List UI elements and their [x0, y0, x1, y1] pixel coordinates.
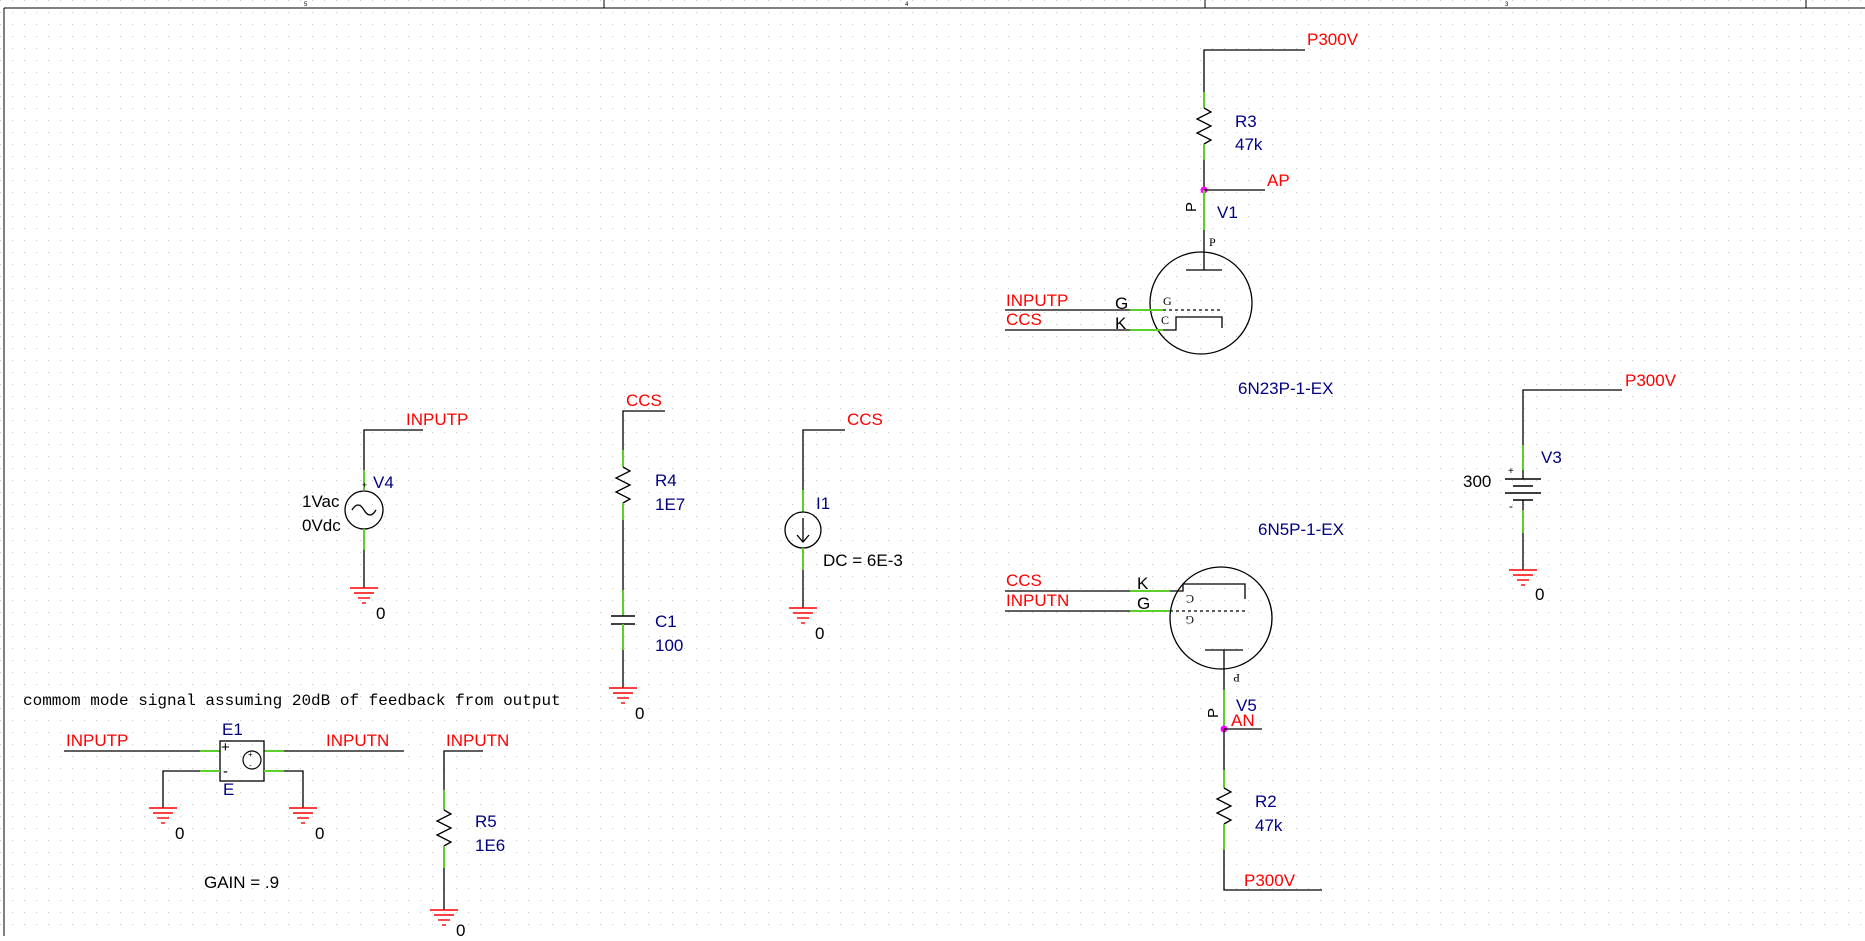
- v5-pin-p: P: [1205, 708, 1222, 718]
- r5-ref: R5: [475, 812, 497, 831]
- v1-pin-k: K: [1115, 314, 1127, 333]
- v1-inner-p: P: [1209, 235, 1216, 249]
- vcvs-e1[interactable]: + -: [219, 740, 265, 782]
- net-label-inputp-v1[interactable]: INPUTP: [1006, 291, 1068, 310]
- c1-value: 100: [655, 636, 683, 655]
- e1-gain: GAIN = .9: [204, 873, 279, 892]
- i1-value: DC = 6E-3: [823, 551, 903, 570]
- ground-r5-label: 0: [456, 921, 465, 936]
- v5-inner-c: C: [1186, 592, 1194, 606]
- v5-model: 6N5P-1-EX: [1258, 520, 1344, 539]
- r5-value: 1E6: [475, 836, 505, 855]
- net-label-p300v-v3[interactable]: P300V: [1625, 371, 1677, 390]
- net-label-inputn-e1[interactable]: INPUTN: [326, 731, 389, 750]
- net-label-ccs-v1[interactable]: CCS: [1006, 310, 1042, 329]
- v3-ref: V3: [1541, 448, 1562, 467]
- v3-stage: P300V + - V3 300 0: [1463, 371, 1677, 604]
- v3-value: 300: [1463, 472, 1491, 491]
- r4-value: 1E7: [655, 495, 685, 514]
- ground-i1-label: 0: [815, 624, 824, 643]
- r3-value: 47k: [1235, 135, 1263, 154]
- i1-ref: I1: [816, 494, 830, 513]
- i1-stage: CCS I1 DC = 6E-3 0: [784, 410, 903, 643]
- v5-inner-p: P: [1233, 671, 1240, 685]
- net-label-inputn-v5[interactable]: INPUTN: [1006, 591, 1069, 610]
- v4-stage: INPUTP + V4 1Vac 0Vdc 0: [302, 410, 468, 623]
- v1-inner-g: G: [1163, 294, 1172, 308]
- resistor-r4[interactable]: [614, 466, 632, 504]
- net-label-p300v-top[interactable]: P300V: [1307, 30, 1359, 49]
- e1-minus: -: [223, 763, 228, 780]
- resistor-r5[interactable]: [435, 809, 453, 847]
- v5-pin-k: K: [1137, 574, 1149, 593]
- v4-plus: +: [362, 480, 367, 490]
- ground-v4-label: 0: [376, 604, 385, 623]
- v4-ref: V4: [373, 473, 394, 492]
- net-label-p300v-bottom[interactable]: P300V: [1244, 871, 1296, 890]
- ground-c1-label: 0: [635, 704, 644, 723]
- v5-pin-g: G: [1137, 594, 1150, 613]
- border-tick-3: 3: [1505, 2, 1509, 8]
- border-tick-5: 5: [304, 2, 308, 8]
- r2-value: 47k: [1255, 816, 1283, 835]
- r2-ref: R2: [1255, 792, 1277, 811]
- ground-v3-label: 0: [1535, 585, 1544, 604]
- v1-model: 6N23P-1-EX: [1238, 379, 1333, 398]
- svg-text:-: -: [249, 761, 252, 770]
- net-label-inputp-e1[interactable]: INPUTP: [66, 731, 128, 750]
- v5-ref: V5: [1236, 696, 1257, 715]
- v4-dc: 0Vdc: [302, 516, 341, 535]
- battery-v3[interactable]: [1505, 470, 1541, 510]
- net-label-ccs-i1[interactable]: CCS: [847, 410, 883, 429]
- v5-stage: 6N5P-1-EX CCS INPUTN K G C G P P V5 AN R…: [1005, 520, 1344, 891]
- net-label-inputn-r5[interactable]: INPUTN: [446, 731, 509, 750]
- e1-plus: +: [221, 739, 230, 756]
- v1-ref: V1: [1217, 203, 1238, 222]
- v3-minus: -: [1509, 499, 1513, 513]
- e1-e-label: E: [223, 780, 234, 799]
- r4-ref: R4: [655, 471, 677, 490]
- schematic-comment: commom mode signal assuming 20dB of feed…: [23, 692, 561, 710]
- v1-inner-c: C: [1161, 313, 1169, 327]
- r5-stage: INPUTN R5 1E6 0: [429, 731, 509, 940]
- net-label-ccs-v5[interactable]: CCS: [1006, 571, 1042, 590]
- v1-pin-g: G: [1115, 294, 1128, 313]
- v1-stage: P300V R3 47k AP P V1 P G C INPUTP CCS G …: [1005, 30, 1359, 398]
- e1-stage: E1 INPUTP INPUTN + - + - E 0 0 GAIN = .9: [64, 720, 404, 892]
- resistor-r2[interactable]: [1215, 787, 1233, 825]
- border-tick-4: 4: [905, 2, 909, 8]
- c1-ref: C1: [655, 612, 677, 631]
- ground-e1-left-label: 0: [175, 824, 184, 843]
- ground-e1-right-label: 0: [315, 824, 324, 843]
- svg-text:+: +: [248, 750, 253, 759]
- net-label-inputp-v4[interactable]: INPUTP: [406, 410, 468, 429]
- v1-pin-p: P: [1183, 202, 1200, 212]
- triode-v1[interactable]: G C: [1149, 251, 1253, 355]
- v5-inner-g: G: [1185, 613, 1194, 627]
- v3-plus: +: [1508, 466, 1514, 477]
- net-label-an[interactable]: AN: [1231, 711, 1255, 730]
- v4-ac: 1Vac: [302, 492, 340, 511]
- r4-c1-stage: CCS R4 1E7 C1 100 0: [608, 391, 685, 723]
- r3-ref: R3: [1235, 112, 1257, 131]
- net-label-ccs-r4[interactable]: CCS: [626, 391, 662, 410]
- page-border: 5 4 3: [3, 0, 1865, 936]
- resistor-r3[interactable]: [1195, 107, 1213, 145]
- net-label-ap[interactable]: AP: [1267, 171, 1290, 190]
- e1-ref: E1: [222, 720, 243, 739]
